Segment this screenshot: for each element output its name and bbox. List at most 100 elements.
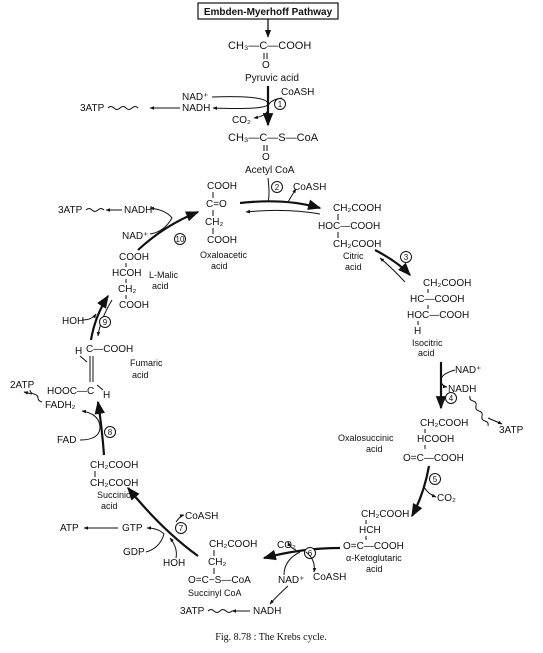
isocitric-line3: HOC—COOH bbox=[407, 310, 469, 321]
step-6-number: 6 bbox=[308, 549, 313, 558]
step5-co2: CO₂ bbox=[437, 493, 456, 504]
succinic-line2: CH₂COOH bbox=[90, 478, 138, 489]
oxaloacetic-line1: COOH bbox=[207, 181, 237, 192]
oxaloacetic-line3: CH₂ bbox=[205, 217, 223, 228]
step6-atp: 3ATP bbox=[180, 606, 205, 617]
fumaric-acid: H C—COOH HOOC—C H Fumaric acid bbox=[47, 344, 163, 401]
succinic-name1: Succinic bbox=[97, 490, 131, 500]
step-8-circle bbox=[104, 426, 116, 438]
pyruvic-formula: CH₃—C—COOH bbox=[228, 40, 311, 52]
step10-nad: NAD⁺ bbox=[122, 231, 148, 242]
citric-acid: CH₂COOH HOC—COOH CH₂COOH Citric acid bbox=[318, 203, 381, 272]
l-malic-acid: COOH HCOH CH₂ COOH L-Malic acid bbox=[112, 252, 179, 311]
ketoglutaric-line1: CH₂COOH bbox=[361, 509, 409, 520]
step6-nad: NAD⁺ bbox=[278, 575, 304, 586]
oxaloacetic-name2: acid bbox=[211, 261, 228, 271]
oxaloacetic-line4: COOH bbox=[207, 235, 237, 246]
step8-atp: 2ATP bbox=[10, 380, 35, 391]
step-9-circle bbox=[99, 316, 111, 328]
citric-line1: CH₂COOH bbox=[333, 203, 381, 214]
succinyl-line2: CH₂ bbox=[208, 557, 226, 568]
step-10-circle bbox=[174, 233, 186, 245]
step4-nad: NAD⁺ bbox=[455, 365, 481, 376]
succinyl-line3: O=C~S—CoA bbox=[188, 575, 251, 586]
ketoglutaric-line3: O=C—COOH bbox=[343, 541, 404, 552]
isocitric-name2: acid bbox=[418, 348, 435, 358]
malic-line4: COOH bbox=[119, 300, 149, 311]
arrow-step3 bbox=[374, 249, 411, 276]
step-2-circle bbox=[271, 181, 283, 193]
pyruvic-carbonyl-o: O bbox=[262, 60, 270, 71]
step7-coash: CoASH bbox=[185, 511, 218, 522]
step1-nad: NAD⁺ bbox=[182, 92, 208, 103]
step1-nadh: NADH bbox=[182, 103, 210, 114]
step-8-number: 8 bbox=[108, 428, 113, 437]
step6-co2: CO₂ bbox=[277, 540, 296, 551]
malic-line3: CH₂ bbox=[118, 284, 136, 295]
arrow-step8 bbox=[94, 400, 106, 456]
pathway-box: Embden-Myerhoff Pathway bbox=[197, 2, 339, 20]
step-5-number: 5 bbox=[433, 475, 438, 484]
step10-atp: 3ATP bbox=[58, 205, 83, 216]
oxalosuccinic-acid: CH₂COOH HCOOH O=C—COOH Oxalosuccinic aci… bbox=[338, 418, 468, 464]
oxaloacetic-name1: Oxaloacetic bbox=[200, 250, 248, 260]
step7-hoh: HOH bbox=[163, 558, 185, 569]
fumaric-line3: HOOC—C bbox=[47, 386, 94, 397]
isocitric-line4: H bbox=[414, 326, 421, 337]
step7-atp: ATP bbox=[60, 523, 79, 534]
isocitric-name1: Isocitric bbox=[412, 338, 443, 348]
step-7-number: 7 bbox=[179, 524, 184, 533]
step-1-number: 1 bbox=[278, 100, 283, 109]
step-4-circle bbox=[445, 392, 457, 404]
alpha-ketoglutaric-acid: CH₂COOH HCH O=C—COOH α-Ketoglutaric acid bbox=[343, 509, 409, 574]
succinic-line1: CH₂COOH bbox=[90, 460, 138, 471]
oxaloacetic-line2: C=O bbox=[206, 199, 227, 210]
acetyl-formula: CH₃—C—S—CoA bbox=[228, 132, 319, 144]
succinyl-coa: CH₂COOH CH₂ O=C~S—CoA Succinyl CoA bbox=[188, 539, 257, 598]
arrow-step6 bbox=[262, 546, 341, 561]
malic-name2: acid bbox=[152, 281, 169, 291]
step4-nadh: NADH bbox=[448, 384, 476, 395]
step1-co2: CO₂ bbox=[232, 115, 251, 126]
oxalosuccinic-line1: CH₂COOH bbox=[420, 418, 468, 429]
step-3-number: 3 bbox=[404, 253, 409, 262]
succinyl-name: Succinyl CoA bbox=[188, 588, 242, 598]
ketoglutaric-name2: acid bbox=[366, 564, 383, 574]
succinic-name2: acid bbox=[101, 501, 118, 511]
step7-gdp: GDP bbox=[123, 547, 145, 558]
step-7-circle bbox=[175, 522, 187, 534]
step-2-number: 2 bbox=[275, 183, 280, 192]
ketoglutaric-name1: α-Ketoglutaric bbox=[346, 553, 402, 563]
citric-line3: CH₂COOH bbox=[333, 239, 381, 250]
isocitric-acid: CH₂COOH HC—COOH HOC—COOH H Isocitric aci… bbox=[407, 278, 471, 358]
acetyl-coa: CH₃—C—S—CoA O Acetyl CoA bbox=[228, 132, 319, 176]
oxalosuccinic-line2: HCOOH bbox=[417, 434, 454, 445]
step10-nadh: NADH bbox=[124, 205, 152, 216]
malic-line2: HCOH bbox=[112, 268, 141, 279]
acetyl-name: Acetyl CoA bbox=[245, 165, 295, 176]
pathway-label: Embden-Myerhoff Pathway bbox=[204, 7, 333, 18]
step4-atp: 3ATP bbox=[499, 425, 524, 436]
step-5-circle bbox=[429, 473, 441, 485]
malic-line1: COOH bbox=[119, 252, 149, 263]
step-10-number: 10 bbox=[176, 235, 185, 244]
isocitric-line2: HC—COOH bbox=[410, 294, 464, 305]
step-9-number: 9 bbox=[103, 318, 108, 327]
citric-name2: acid bbox=[345, 262, 362, 272]
step-4-number: 4 bbox=[449, 394, 454, 403]
step-3-circle bbox=[400, 251, 412, 263]
figure-caption: Fig. 8.78 : The Krebs cycle. bbox=[215, 632, 326, 643]
ketoglutaric-line2: HCH bbox=[359, 525, 381, 536]
step1-atp: 3ATP bbox=[80, 103, 105, 114]
step8-fadh2: FADH₂ bbox=[45, 400, 76, 411]
fumaric-line2: C—COOH bbox=[86, 344, 133, 355]
step9-hoh: HOH bbox=[62, 316, 84, 327]
citric-name1: Citric bbox=[343, 251, 364, 261]
oxalosuccinic-line3: O=C—COOH bbox=[403, 453, 464, 464]
step2-coash: CoASH bbox=[293, 182, 326, 193]
arrow-step7 bbox=[127, 486, 199, 557]
oxalosuccinic-name1: Oxalosuccinic bbox=[338, 433, 394, 443]
succinyl-line1: CH₂COOH bbox=[209, 539, 257, 550]
arrow-step9 bbox=[89, 294, 109, 341]
